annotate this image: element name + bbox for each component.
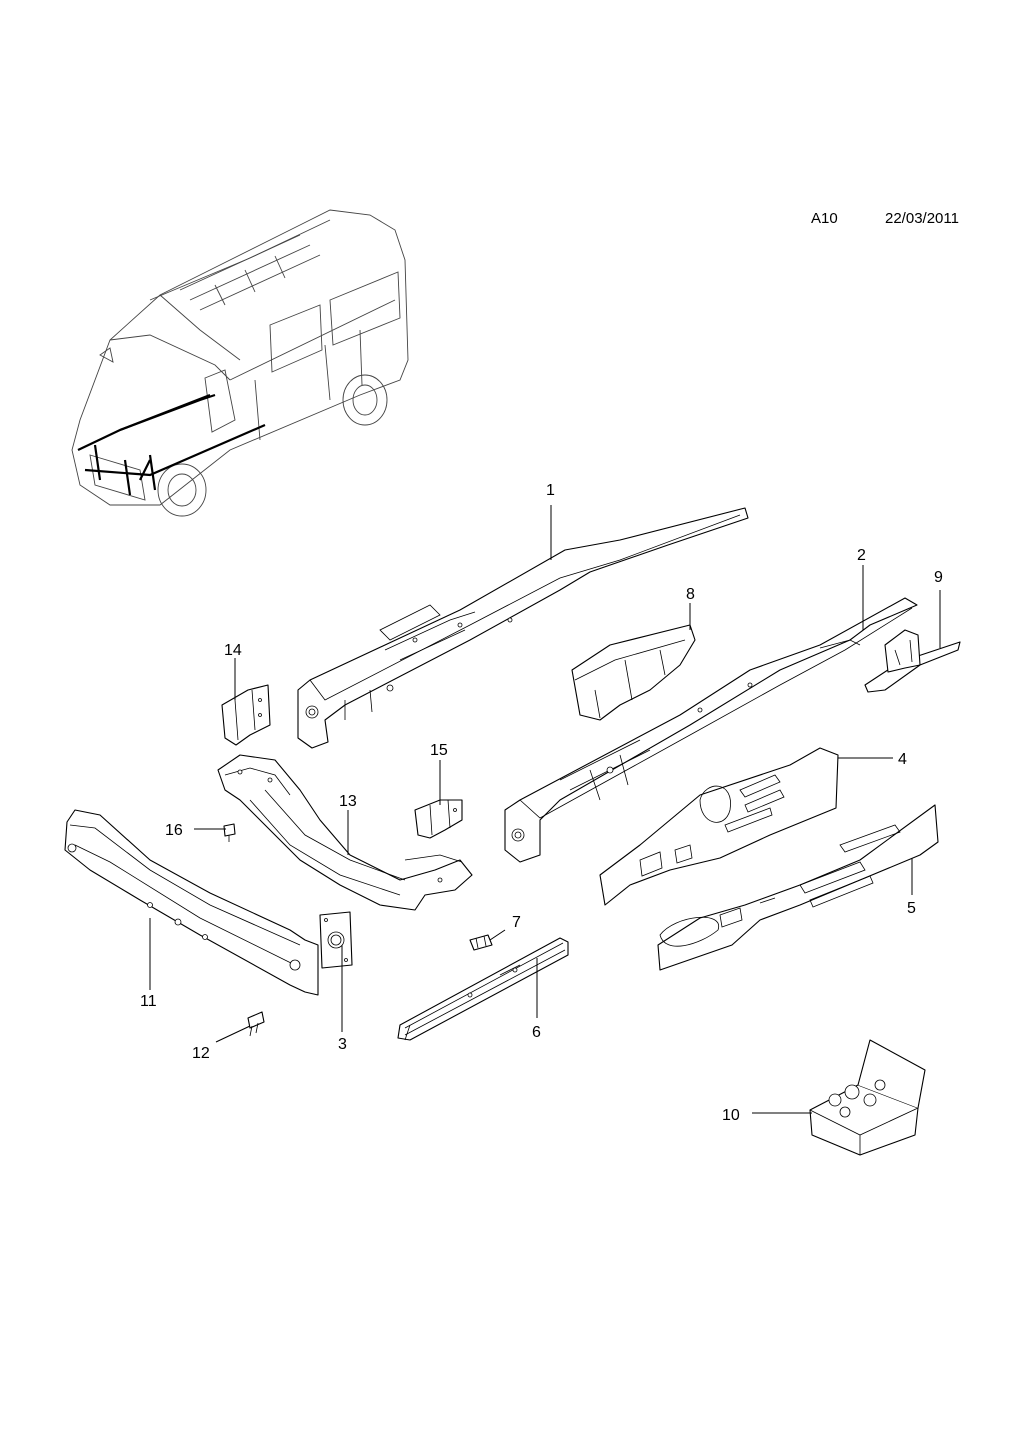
callout-3: 3 xyxy=(338,1036,347,1053)
callout-4: 4 xyxy=(898,751,907,768)
part-3-plate xyxy=(319,911,353,969)
callout-11: 11 xyxy=(140,993,157,1010)
callout-6: 6 xyxy=(532,1024,541,1041)
callout-labels: 1 2 3 4 5 6 7 8 9 10 11 12 13 14 15 16 xyxy=(140,482,943,1124)
part-10-fastener-box xyxy=(809,1039,926,1156)
callout-9: 9 xyxy=(934,569,943,586)
callout-12: 12 xyxy=(192,1045,210,1062)
part-11-cross-member xyxy=(64,809,319,996)
part-5-side-member xyxy=(657,804,939,971)
part-8-reinforcement xyxy=(571,624,696,721)
callout-16: 16 xyxy=(165,822,183,839)
diagram-date: 22/03/2011 xyxy=(885,210,959,227)
callout-13: 13 xyxy=(339,793,357,810)
leader-lines xyxy=(149,505,941,1114)
part-14-bracket xyxy=(221,684,271,746)
callout-15: 15 xyxy=(430,742,448,759)
part-2-rear-rail xyxy=(504,597,918,863)
part-7-clip xyxy=(469,934,493,951)
callout-2: 2 xyxy=(857,547,866,564)
callout-1: 1 xyxy=(546,482,555,499)
diagram-code: A10 xyxy=(811,210,838,227)
part-1-front-rail xyxy=(297,507,749,749)
callout-5: 5 xyxy=(907,900,916,917)
van-overview-illustration xyxy=(71,209,409,517)
callout-14: 14 xyxy=(224,642,242,659)
part-12-bolt xyxy=(247,1011,265,1037)
callout-8: 8 xyxy=(686,586,695,603)
part-16-screw xyxy=(223,823,236,842)
part-6-channel xyxy=(397,937,569,1041)
callout-7: 7 xyxy=(512,914,521,931)
callout-10: 10 xyxy=(722,1107,740,1124)
part-4-side-member xyxy=(599,747,839,906)
part-15-bracket xyxy=(414,799,463,839)
part-13-curved-bracket xyxy=(217,754,473,911)
part-9-bracket xyxy=(864,629,961,693)
